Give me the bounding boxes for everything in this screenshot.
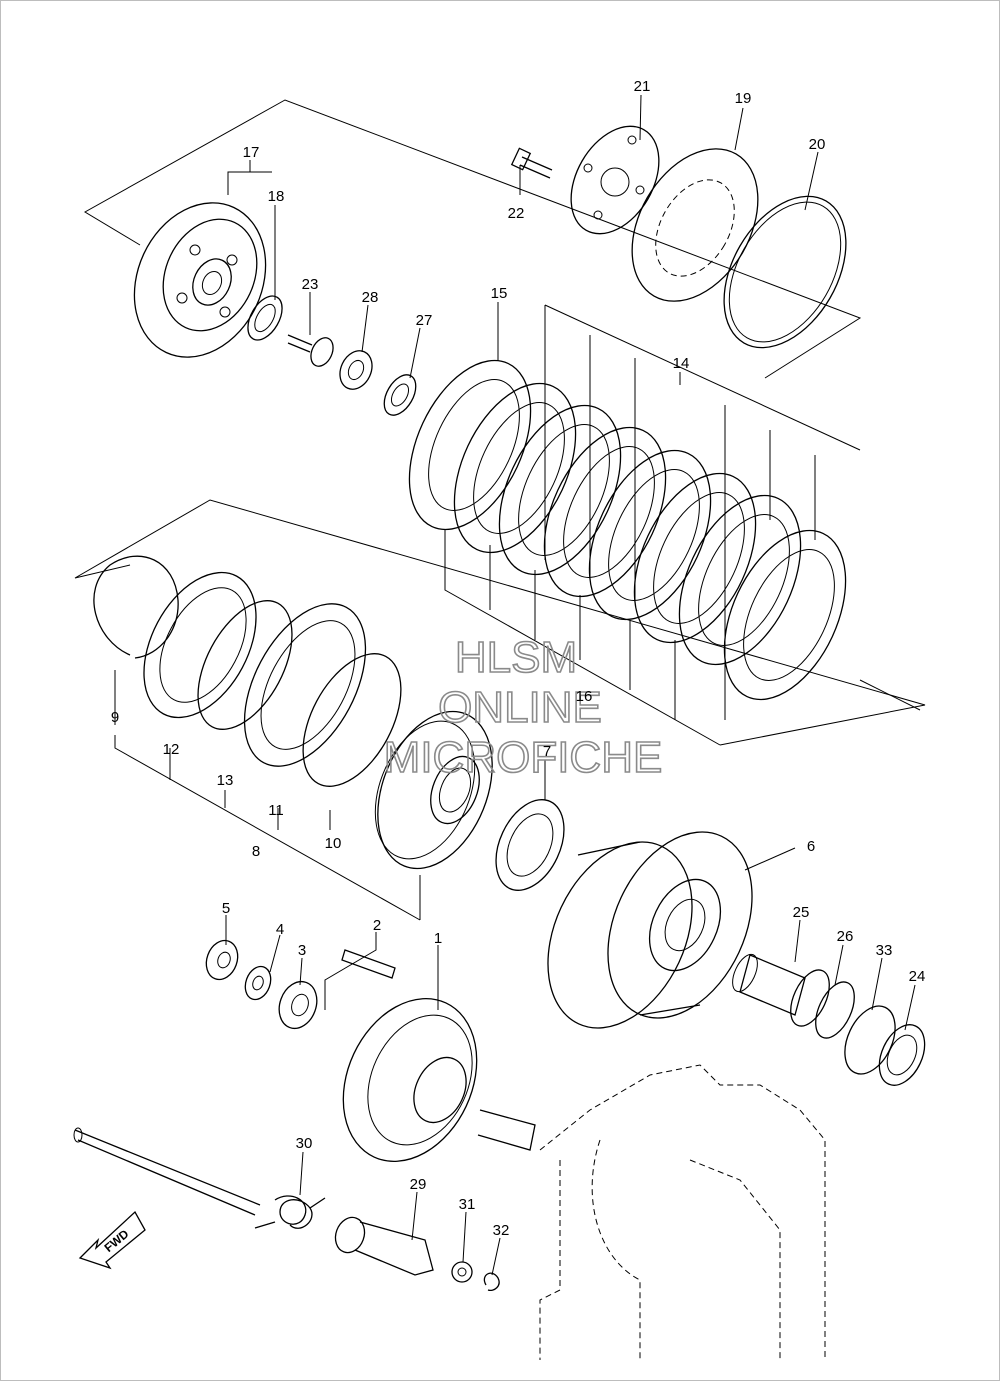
return-spring	[254, 1195, 326, 1229]
callout-labels: 1 2 3 4 5 6 7 8 9 10 11 12 13 14 15 16 1…	[111, 78, 926, 1239]
lock-washer	[244, 965, 272, 1001]
clutch-boss	[374, 710, 493, 870]
lifter-plate	[570, 125, 660, 235]
callout-4: 4	[276, 921, 284, 938]
callout-32: 32	[493, 1222, 510, 1239]
fwd-label: FWD	[102, 1226, 132, 1255]
nut	[339, 350, 373, 390]
crankcase-outline	[539, 1064, 826, 1360]
callout-29: 29	[410, 1176, 427, 1193]
callout-10: 10	[325, 835, 342, 852]
callout-17: 17	[243, 144, 260, 161]
washer-31	[451, 1261, 473, 1283]
callout-21: 21	[634, 78, 651, 95]
circlip	[93, 555, 179, 659]
callout-16: 16	[576, 688, 593, 705]
bearing	[247, 295, 283, 341]
circlip-32	[483, 1272, 500, 1292]
watermark-line-2: ONLINE	[438, 683, 602, 732]
callout-13: 13	[217, 772, 234, 789]
gear-33	[844, 1005, 896, 1075]
pressure-plate	[133, 202, 267, 358]
friction-plate-11	[243, 603, 367, 767]
callout-28: 28	[362, 289, 379, 306]
callout-14: 14	[673, 355, 690, 372]
callout-15: 15	[491, 285, 508, 302]
watermark: HLSM ONLINE MICROFICHE	[383, 632, 663, 783]
callout-11: 11	[268, 802, 284, 819]
callout-25: 25	[793, 904, 810, 921]
callout-3: 3	[298, 942, 306, 959]
needle-bearing	[790, 969, 855, 1039]
callout-9: 9	[111, 709, 119, 726]
callout-27: 27	[416, 312, 433, 329]
wire-ring	[197, 600, 293, 730]
sleeve	[732, 953, 806, 1016]
callout-1: 1	[434, 930, 442, 947]
woodruff-key	[341, 949, 396, 979]
push-rod	[287, 334, 334, 367]
callout-7: 7	[543, 743, 551, 760]
callout-8: 8	[252, 843, 260, 860]
bolt	[510, 147, 553, 179]
callout-30: 30	[296, 1135, 313, 1152]
leader-lines	[114, 94, 916, 1276]
callout-6: 6	[807, 838, 815, 855]
clutch-plate-stack	[408, 304, 921, 746]
callout-5: 5	[222, 900, 230, 917]
watermark-line-1: HLSM	[455, 633, 577, 682]
callout-12: 12	[163, 741, 180, 758]
callout-2: 2	[373, 917, 381, 934]
washer	[383, 374, 417, 416]
callout-19: 19	[735, 90, 752, 107]
nut-5	[205, 939, 239, 981]
thrust-washer-24	[878, 1024, 926, 1086]
push-lever	[334, 1216, 434, 1276]
callout-22: 22	[508, 205, 525, 222]
spacer	[278, 980, 318, 1030]
spring-plate	[631, 148, 759, 302]
callout-23: 23	[302, 276, 319, 293]
push-lever-shaft	[73, 1127, 261, 1216]
callout-26: 26	[837, 928, 854, 945]
cushion-spring	[302, 653, 402, 787]
callout-18: 18	[268, 188, 285, 205]
primary-drive-gear	[342, 997, 536, 1163]
callout-31: 31	[459, 1196, 476, 1213]
top-group-panel	[84, 99, 862, 416]
callout-20: 20	[809, 136, 826, 153]
clutch-boss-group-panel	[74, 499, 926, 921]
callout-33: 33	[876, 942, 893, 959]
thrust-washer	[495, 799, 565, 891]
callout-24: 24	[909, 968, 926, 985]
circlip-ring	[723, 195, 847, 349]
clutch-plate-12	[143, 571, 257, 719]
clutch-housing	[547, 831, 753, 1029]
watermark-line-3: MICROFICHE	[384, 733, 663, 782]
forward-arrow-icon: FWD	[78, 1210, 146, 1270]
